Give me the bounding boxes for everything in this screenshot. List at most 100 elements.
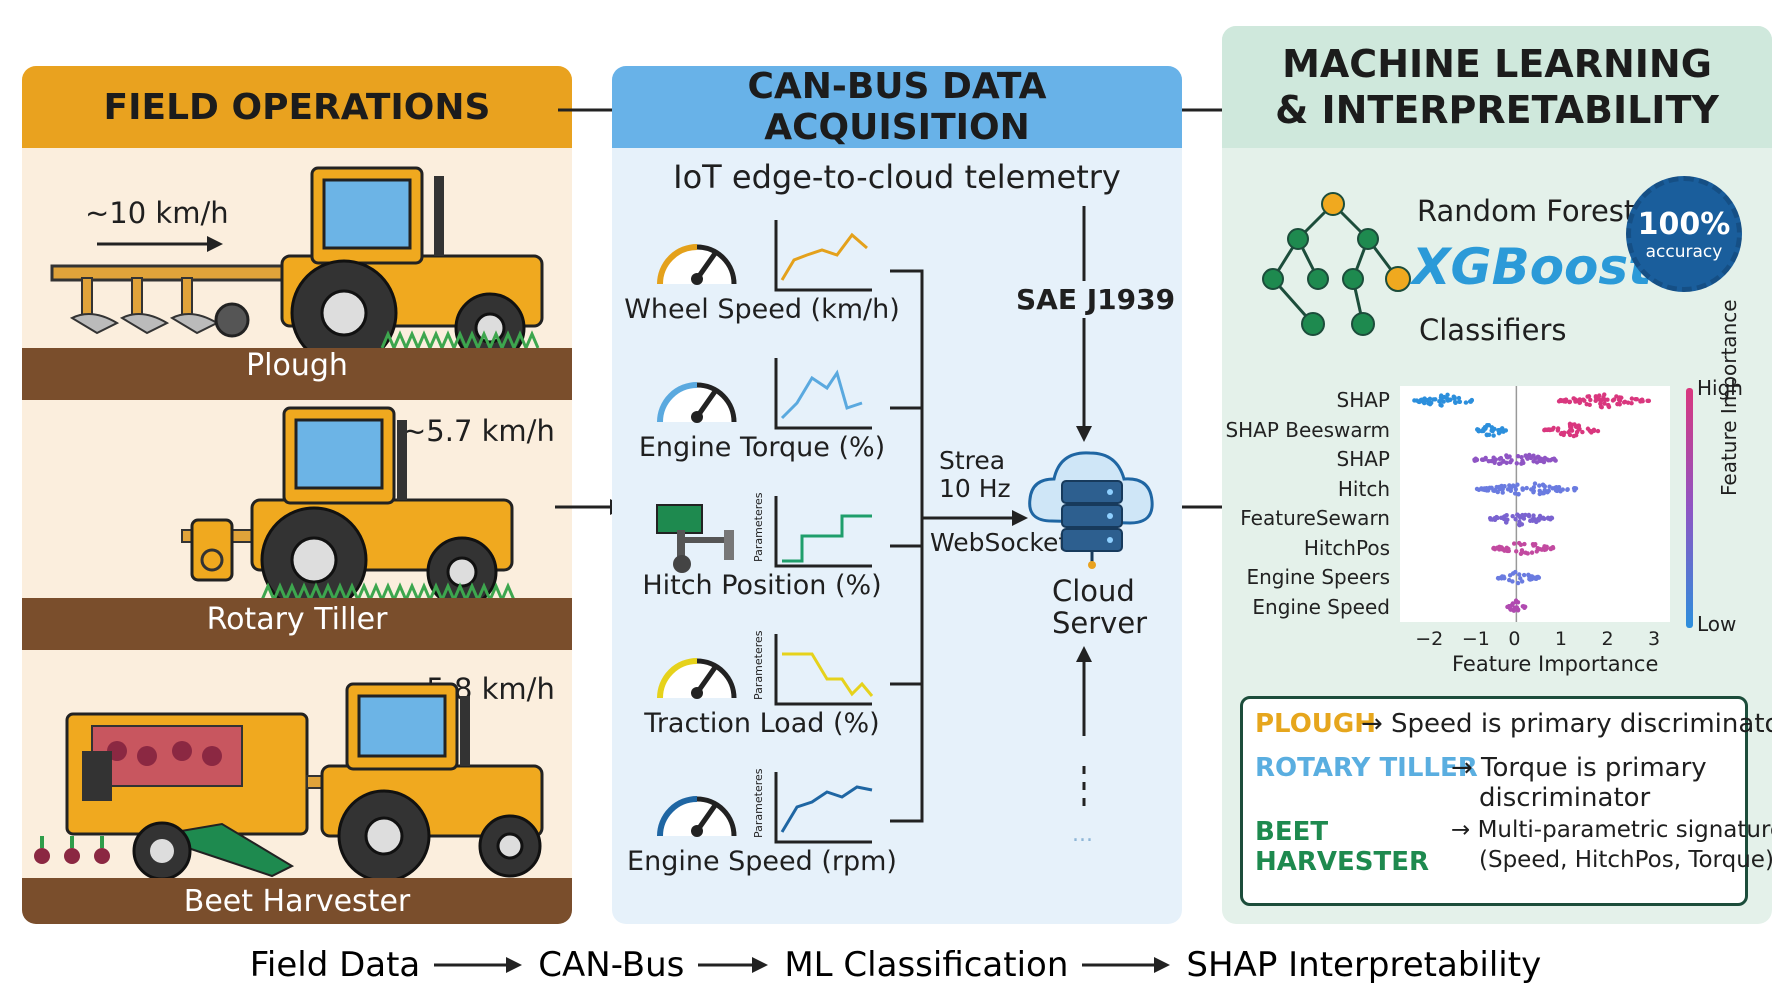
shap-point [1439, 393, 1444, 398]
tiller-speed: ~5.7 km/h [402, 414, 555, 448]
shap-point [1494, 484, 1499, 490]
shap-point [1510, 601, 1516, 606]
shap-point [1601, 395, 1606, 400]
shap-point [1629, 401, 1634, 406]
shap-point [1511, 541, 1517, 546]
more-ellipsis: ... [1072, 822, 1093, 847]
shap-point [1567, 399, 1572, 405]
speed-arrow-icon [97, 236, 223, 252]
field-operations-panel: FIELD OPERATIONS ~10 km/h Plough [22, 66, 572, 924]
shap-point [1431, 397, 1436, 402]
accuracy-badge: 100% accuracy [1626, 176, 1742, 292]
shap-point [1576, 427, 1581, 432]
shap-point [1492, 426, 1497, 432]
shap-point [1520, 512, 1525, 518]
shap-point [1597, 393, 1602, 398]
finding-tiller-text-2: discriminator [1479, 783, 1651, 813]
tiller-tractor-icon [181, 406, 516, 614]
shap-point [1424, 397, 1430, 403]
shap-point [1561, 399, 1567, 404]
tiller-scene: ~5.7 km/h Rotary Tiller [22, 400, 572, 650]
shap-point [1571, 433, 1577, 439]
finding-plough-name: PLOUGH [1255, 709, 1377, 739]
shap-point [1595, 428, 1601, 434]
pipeline-step-field-data: Field Data [249, 945, 421, 985]
finding-plough-text: → Speed is primary discriminator [1361, 709, 1772, 739]
shap-point [1452, 396, 1457, 401]
shap-point [1474, 486, 1480, 492]
shap-beeswarm-plot [1400, 386, 1670, 622]
sensor-label: Engine Speed (rpm) [627, 846, 897, 877]
shap-point [1518, 551, 1524, 556]
shap-point [1498, 455, 1504, 461]
shap-point [1523, 550, 1528, 555]
finding-harvester-text-1: → Multi-parametric signature [1451, 817, 1772, 843]
cloud-label-1: Cloud [1052, 574, 1135, 608]
shap-point [1531, 485, 1537, 490]
color-scale-bar [1686, 388, 1693, 628]
shap-x-tick: 0 [1508, 628, 1521, 650]
shap-x-tick: 2 [1601, 628, 1614, 650]
shap-point [1504, 454, 1510, 460]
cloud-server-icon [1028, 451, 1154, 569]
shap-point [1611, 397, 1617, 402]
shap-point [1519, 455, 1524, 460]
shap-point [1531, 543, 1536, 548]
shap-point [1518, 542, 1524, 547]
shap-point [1542, 544, 1547, 549]
pipeline-bar: Field Data CAN-Bus ML Classification SHA… [0, 940, 1791, 990]
shap-point [1568, 424, 1573, 430]
field-operations-title: FIELD OPERATIONS [22, 66, 572, 148]
shap-point [1508, 486, 1514, 491]
shap-point [1520, 487, 1525, 492]
shap-point [1501, 547, 1506, 552]
shap-point [1537, 483, 1542, 488]
shap-point [1577, 400, 1583, 405]
gauge-icon [657, 658, 737, 699]
shap-point [1483, 456, 1488, 462]
shap-point [1474, 457, 1480, 463]
shap-point [1567, 432, 1573, 438]
protocol-label: SAE J1939 [1012, 281, 1180, 318]
shap-point [1551, 456, 1557, 461]
plough-scene: ~10 km/h Plough [22, 148, 572, 400]
shap-feature-label: Engine Speers [1246, 565, 1390, 589]
shap-point [1593, 395, 1599, 400]
shap-point [1514, 461, 1520, 466]
shap-point [1467, 399, 1473, 404]
gauge-icon [657, 796, 737, 837]
rf-label: Random Forest [1417, 194, 1636, 228]
shap-point [1522, 541, 1527, 547]
shap-x-tick: −1 [1461, 628, 1490, 650]
shap-point [1567, 428, 1573, 433]
shap-point [1510, 514, 1515, 519]
plough-label: Plough [246, 348, 348, 383]
shap-point [1615, 401, 1620, 407]
stream-label-1: Strea [939, 446, 1006, 475]
shap-x-tick: 3 [1648, 628, 1661, 650]
shap-point [1453, 400, 1458, 406]
shap-point [1482, 487, 1487, 493]
shap-point [1537, 491, 1542, 497]
shap-point [1519, 461, 1524, 466]
shap-point [1524, 485, 1529, 491]
shap-point [1447, 397, 1452, 403]
shap-point [1565, 487, 1570, 493]
canbus-panel: CAN-BUS DATA ACQUISITION IoT edge-to-clo… [612, 66, 1182, 924]
shap-point [1549, 515, 1554, 520]
shap-point [1556, 484, 1562, 490]
shap-point [1492, 517, 1498, 523]
shap-point [1586, 394, 1592, 399]
shap-point [1532, 576, 1537, 581]
shap-point [1491, 433, 1496, 438]
shap-point [1417, 399, 1422, 405]
shap-point [1412, 398, 1417, 403]
shap-point [1602, 401, 1607, 406]
shap-point [1515, 600, 1521, 605]
shap-point [1560, 487, 1565, 492]
shap-point [1483, 426, 1488, 431]
shap-point [1619, 395, 1624, 400]
